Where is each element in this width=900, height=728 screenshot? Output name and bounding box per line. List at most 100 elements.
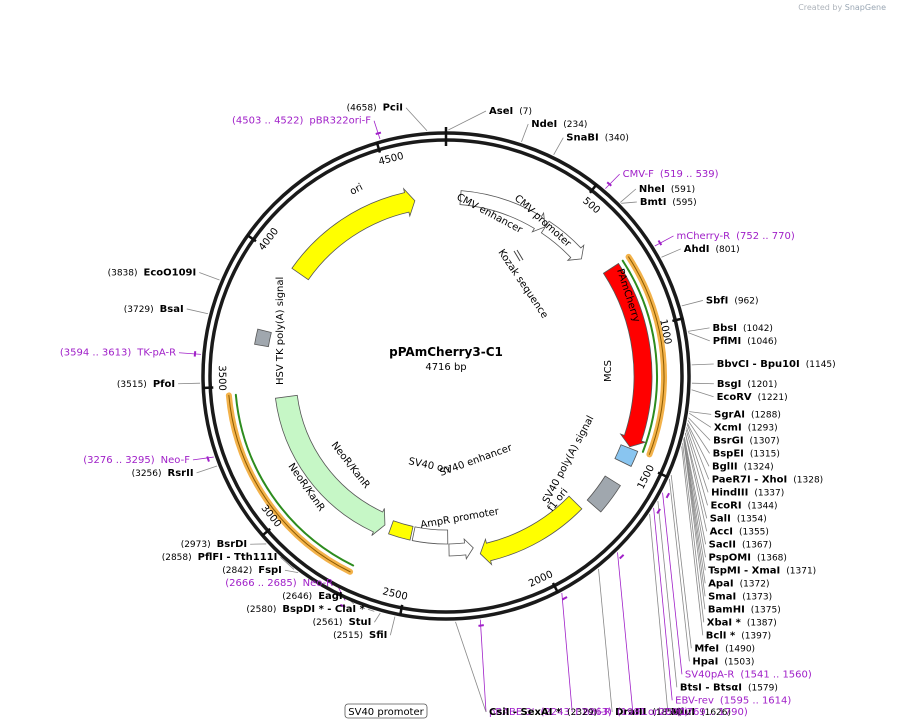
site-label: BbvCI - Bpu10I (1145) bbox=[717, 359, 836, 370]
primer-name: EBV-rev bbox=[675, 695, 714, 706]
site-name: SbfI bbox=[706, 295, 728, 306]
feature-label: SV40 enhancer bbox=[438, 442, 514, 479]
site-position: (1221) bbox=[758, 393, 788, 403]
site-position: (2646) bbox=[282, 592, 312, 602]
leader-line bbox=[389, 616, 396, 636]
site-label: TspMI - XmaI(1371) bbox=[708, 565, 816, 576]
primer-label: F1ori-F(1769 .. 1790) bbox=[636, 707, 748, 718]
leader-line bbox=[687, 423, 710, 467]
site-label: HpaI(1503) bbox=[692, 656, 754, 667]
feature-mcs bbox=[614, 444, 639, 467]
site-position: (1373) bbox=[742, 592, 772, 602]
site-name: EcoRV bbox=[717, 392, 752, 403]
site-name: MfeI bbox=[694, 643, 719, 654]
site-position: (1201) bbox=[747, 380, 777, 390]
primer-label: (4503 .. 4522)pBR322ori-F bbox=[232, 116, 371, 127]
site-name: BsaI bbox=[160, 304, 184, 315]
leader-line bbox=[661, 248, 681, 258]
site-position: (1307) bbox=[750, 436, 780, 446]
site-name: SacII bbox=[709, 539, 736, 550]
leader-line bbox=[683, 437, 706, 558]
site-position: (1354) bbox=[737, 514, 767, 524]
credit-brand: SnapGene bbox=[844, 3, 886, 12]
site-label: BtsI - BtsαI(1579) bbox=[680, 682, 778, 693]
site-position: (1328) bbox=[793, 475, 823, 485]
site-position: (591) bbox=[671, 185, 695, 195]
primer-name: F1ori-R bbox=[575, 707, 611, 718]
primer-label: SV40pA-R (1541 .. 1560) bbox=[685, 669, 812, 680]
site-label: (2842)FspI bbox=[222, 565, 282, 576]
site-label: (3256)RsrII bbox=[132, 468, 194, 479]
tick-mark bbox=[202, 386, 214, 390]
site-position: (1337) bbox=[754, 488, 784, 498]
primer-label: mCherry-R(752 .. 770) bbox=[677, 231, 795, 242]
tick-mark bbox=[246, 233, 257, 243]
leader-line bbox=[689, 411, 712, 415]
site-position: (1626) bbox=[701, 708, 731, 718]
leader-line bbox=[691, 363, 714, 366]
tick-label: 1000 bbox=[657, 318, 673, 345]
feature-sv40-poly-a-signal bbox=[586, 475, 621, 513]
primer-label: (3594 .. 3613)TK-pA-R bbox=[60, 348, 176, 359]
site-label: BbsI(1042) bbox=[713, 323, 773, 334]
primer-name: Neo-R bbox=[303, 578, 334, 589]
primer-name: Neo-F bbox=[161, 455, 191, 466]
site-position: (1344) bbox=[748, 501, 778, 511]
site-name: MluI bbox=[671, 707, 695, 718]
site-label: SnaBI(340) bbox=[566, 133, 629, 144]
primer-mark bbox=[606, 181, 612, 187]
leader-line bbox=[686, 424, 710, 480]
site-name: PciI bbox=[383, 103, 403, 114]
site-name: PflMI bbox=[713, 336, 741, 347]
site-position: (1288) bbox=[751, 410, 781, 420]
site-position: (1371) bbox=[786, 566, 816, 576]
site-name: BbvCI - Bpu10I bbox=[717, 359, 800, 370]
site-position: (1503) bbox=[724, 657, 754, 667]
site-position: (2561) bbox=[313, 618, 343, 628]
site-position: (1145) bbox=[806, 360, 836, 370]
site-name: SmaI bbox=[708, 591, 736, 602]
primer-position: (2243 .. 2263) bbox=[541, 707, 613, 718]
site-label: MfeI(1490) bbox=[694, 643, 755, 654]
site-position: (1355) bbox=[739, 527, 769, 537]
primer-position: (2666 .. 2685) bbox=[225, 578, 297, 589]
primer-name: SV40pA-R bbox=[685, 669, 734, 680]
site-label: (2973)BsrDI bbox=[181, 539, 247, 550]
site-label: BmtI(595) bbox=[640, 197, 697, 208]
primer-position: (519 .. 539) bbox=[660, 169, 719, 180]
primer-position: (1981 .. 2000) bbox=[617, 707, 689, 718]
site-label: AseI(7) bbox=[489, 106, 532, 117]
site-label: XbaI *(1387) bbox=[707, 617, 777, 628]
feature-cmv-promoter bbox=[540, 220, 585, 261]
leader-line bbox=[670, 474, 692, 649]
leader-line bbox=[621, 201, 637, 204]
leader-line bbox=[373, 120, 381, 140]
primer-position: (1541 .. 1560) bbox=[740, 669, 812, 680]
site-label: (2561)StuI bbox=[313, 617, 372, 628]
orf-arc bbox=[621, 259, 658, 453]
leader-line bbox=[681, 300, 703, 307]
leader-line bbox=[683, 438, 706, 597]
primer-position: (752 .. 770) bbox=[736, 231, 795, 242]
primer-mark bbox=[665, 492, 670, 499]
leader-line bbox=[561, 592, 573, 713]
kozak-label: Kozak sequence bbox=[496, 248, 550, 321]
site-position: (1397) bbox=[741, 631, 771, 641]
leader-line bbox=[649, 513, 669, 713]
leader-line bbox=[682, 443, 705, 623]
snapgene-credit: Created by SnapGene bbox=[798, 3, 886, 12]
site-label: (2515)SfiI bbox=[333, 630, 387, 641]
leader-line bbox=[685, 429, 708, 506]
site-name: EcoO109I bbox=[144, 268, 197, 279]
primer-position: (1769 .. 1790) bbox=[676, 707, 748, 718]
site-label: PspOMI(1368) bbox=[709, 552, 787, 563]
site-name: BamHI bbox=[708, 604, 745, 615]
site-name: XcmI bbox=[714, 422, 742, 433]
plasmid-name: pPAmCherry3-C1 bbox=[389, 345, 503, 359]
site-label: (2580)BspDI * - ClaI * bbox=[246, 604, 365, 615]
site-position: (2515) bbox=[333, 631, 363, 641]
feature-sv40-enhancer bbox=[411, 526, 449, 545]
site-position: (1324) bbox=[744, 462, 774, 472]
primer-mark bbox=[339, 603, 346, 608]
site-name: PfoI bbox=[153, 379, 175, 390]
